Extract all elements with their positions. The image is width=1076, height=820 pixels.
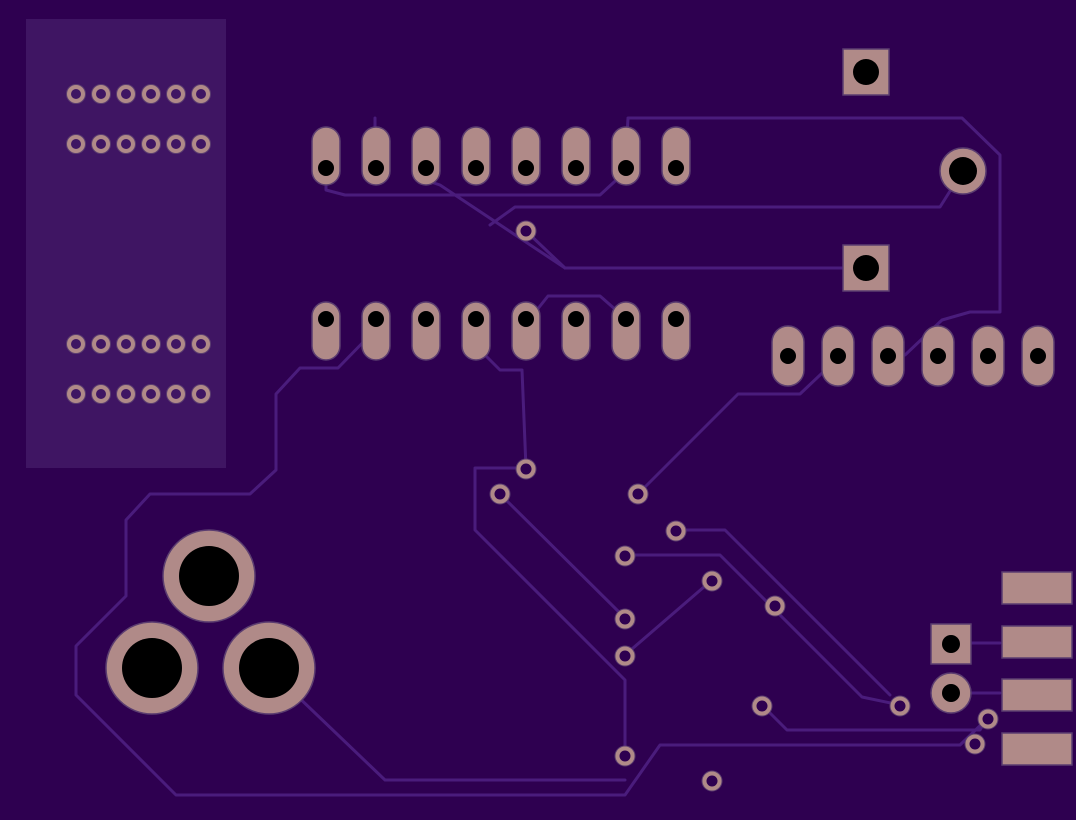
ribbon-pin	[141, 134, 161, 154]
dip-pin	[611, 126, 641, 186]
sip-pin	[771, 325, 805, 387]
dip-pin	[411, 126, 441, 186]
via	[764, 595, 786, 617]
ribbon-pin	[66, 334, 86, 354]
ribbon-pin	[141, 384, 161, 404]
ribbon-pin	[66, 384, 86, 404]
ribbon-pin	[91, 334, 111, 354]
square-pad-top	[842, 48, 890, 96]
ribbon-pin	[91, 84, 111, 104]
sip-header-row	[771, 325, 1055, 387]
dip-pin	[511, 126, 541, 186]
via	[614, 645, 636, 667]
ribbon-pin	[66, 84, 86, 104]
trace-jack-bottom	[266, 666, 627, 782]
via	[964, 733, 986, 755]
vias	[489, 220, 999, 792]
ribbon-pin	[191, 134, 211, 154]
dip-pin	[361, 301, 391, 361]
dip-pin	[661, 126, 691, 186]
ribbon-pin	[66, 134, 86, 154]
dip-pin	[461, 126, 491, 186]
ribbon-pin	[191, 334, 211, 354]
dip-pin	[661, 301, 691, 361]
trace-via-jack	[674, 528, 892, 697]
trace-left-loop	[473, 466, 627, 757]
via	[665, 520, 687, 542]
trace-top-loop	[324, 116, 1002, 360]
sip-pin	[871, 325, 905, 387]
ribbon-pin	[166, 134, 186, 154]
via	[701, 570, 723, 592]
via	[977, 708, 999, 730]
ribbon-pin	[116, 134, 136, 154]
barrel-jack-pads	[105, 529, 316, 715]
small-pad-pair	[930, 623, 972, 714]
via	[889, 695, 911, 717]
via	[515, 458, 537, 480]
via	[627, 483, 649, 505]
dip-pin	[511, 301, 541, 361]
ribbon-pin	[141, 334, 161, 354]
dip-pin	[311, 301, 341, 361]
trace-diag-3	[623, 578, 714, 657]
ribbon-pin	[166, 84, 186, 104]
via	[701, 770, 723, 792]
trace-bottom-left	[74, 328, 990, 797]
edge-connector-pads	[1001, 571, 1073, 766]
via	[751, 695, 773, 717]
ribbon-pin	[91, 134, 111, 154]
sip-pin	[821, 325, 855, 387]
ribbon-pin	[166, 334, 186, 354]
ribbon-pin	[191, 84, 211, 104]
dip-pin	[461, 301, 491, 361]
ribbon-pin	[91, 384, 111, 404]
dip-chip-row-top	[311, 126, 691, 186]
via	[614, 608, 636, 630]
ribbon-header-block	[66, 84, 211, 404]
trace-mid-right	[623, 553, 902, 707]
dip-pin	[361, 126, 391, 186]
dip-chip-row-bottom	[311, 301, 691, 361]
ribbon-pin	[166, 384, 186, 404]
trace-sip	[636, 356, 840, 496]
dip-pin	[311, 126, 341, 186]
square-pad-middle	[842, 244, 890, 292]
ribbon-pin	[116, 84, 136, 104]
ribbon-pin	[116, 334, 136, 354]
via	[515, 220, 537, 242]
via	[489, 483, 511, 505]
trace-diag-2	[498, 492, 627, 620]
via	[614, 545, 636, 567]
sip-pin	[971, 325, 1005, 387]
via	[614, 745, 636, 767]
round-pad-top-right	[939, 147, 987, 195]
ribbon-pin	[141, 84, 161, 104]
ribbon-pin	[116, 384, 136, 404]
dip-pin	[561, 126, 591, 186]
dip-pin	[561, 301, 591, 361]
dip-pin	[611, 301, 641, 361]
dip-pin	[411, 301, 441, 361]
ribbon-pin	[191, 384, 211, 404]
sip-pin	[921, 325, 955, 387]
sip-pin	[1021, 325, 1055, 387]
